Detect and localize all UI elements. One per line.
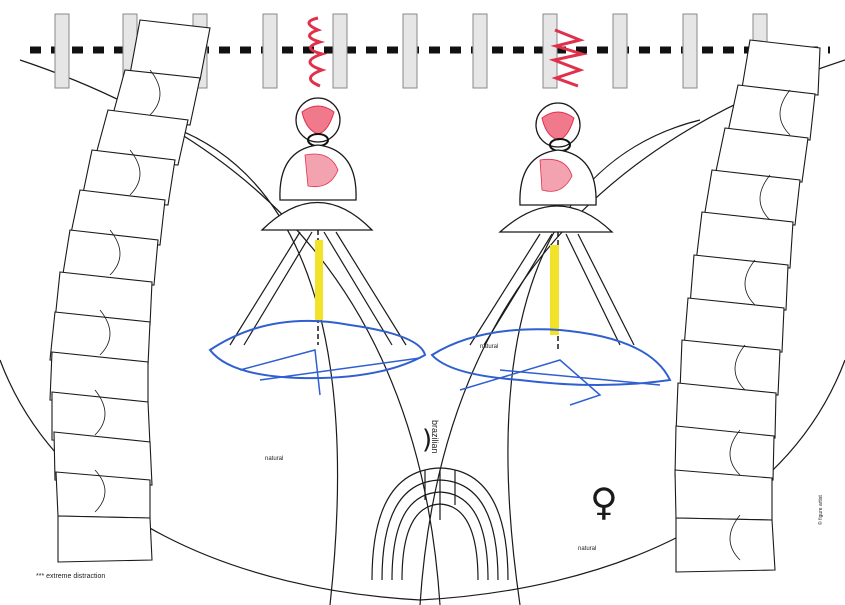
small-label-left: natural [265, 456, 283, 462]
small-label-center: natural [480, 344, 498, 350]
bottom-left-note: *** extreme distraction [36, 573, 105, 580]
venus-icon: ♀ [590, 480, 618, 524]
left-spine-column [50, 20, 210, 562]
right-spine-column [675, 40, 820, 572]
left-figure [210, 18, 425, 395]
small-label-right: natural [578, 546, 596, 552]
moon-icon: ) [422, 425, 432, 455]
central-arch [372, 468, 508, 580]
right-edge-signature: © figure artist [817, 495, 824, 525]
